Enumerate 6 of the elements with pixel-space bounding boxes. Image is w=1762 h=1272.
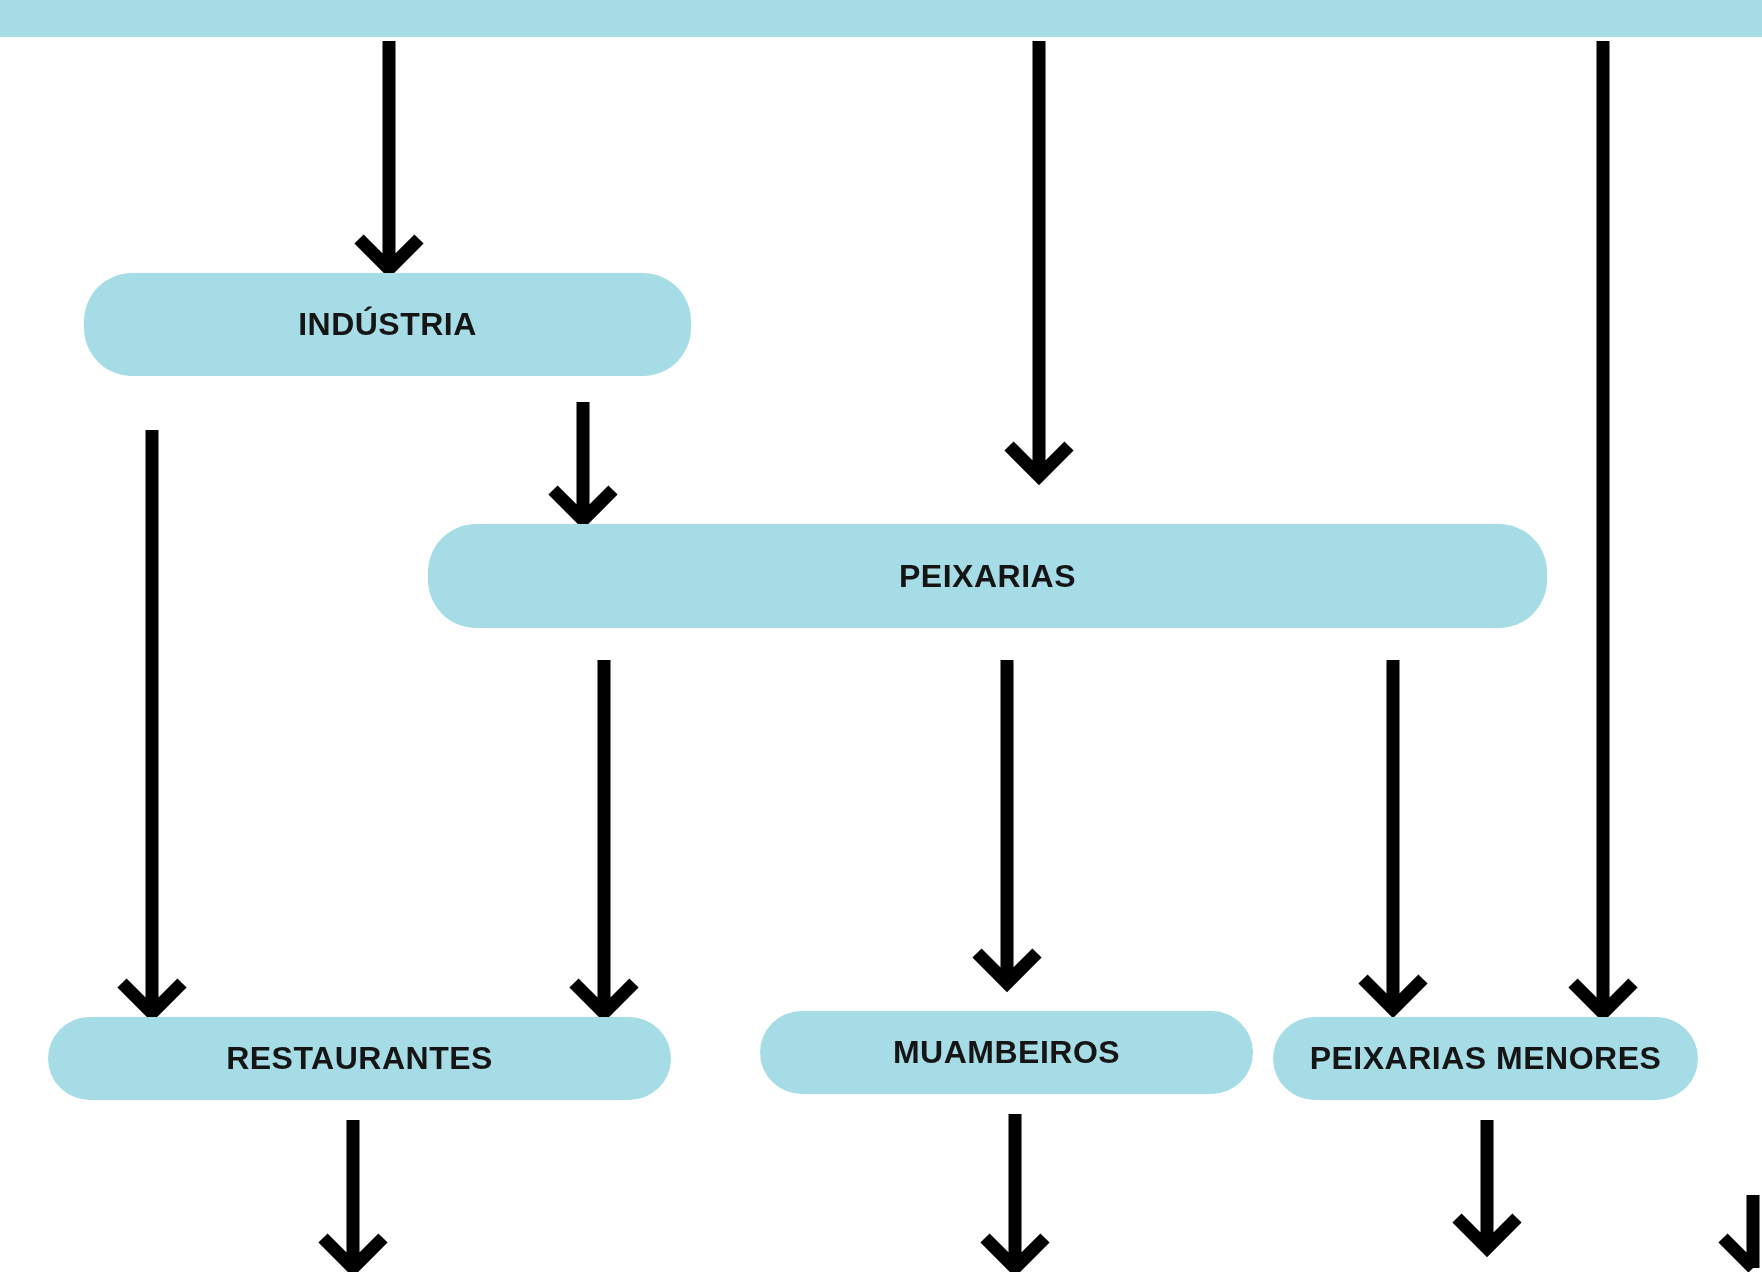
node-label: PEIXARIAS MENORES xyxy=(1309,1040,1662,1077)
node-label: PEIXARIAS xyxy=(899,557,1076,595)
bar-band xyxy=(0,0,1762,37)
node-label: INDÚSTRIA xyxy=(298,306,477,343)
node-label: MUAMBEIROS xyxy=(892,1034,1121,1071)
node-label: RESTAURANTES xyxy=(226,1040,493,1077)
